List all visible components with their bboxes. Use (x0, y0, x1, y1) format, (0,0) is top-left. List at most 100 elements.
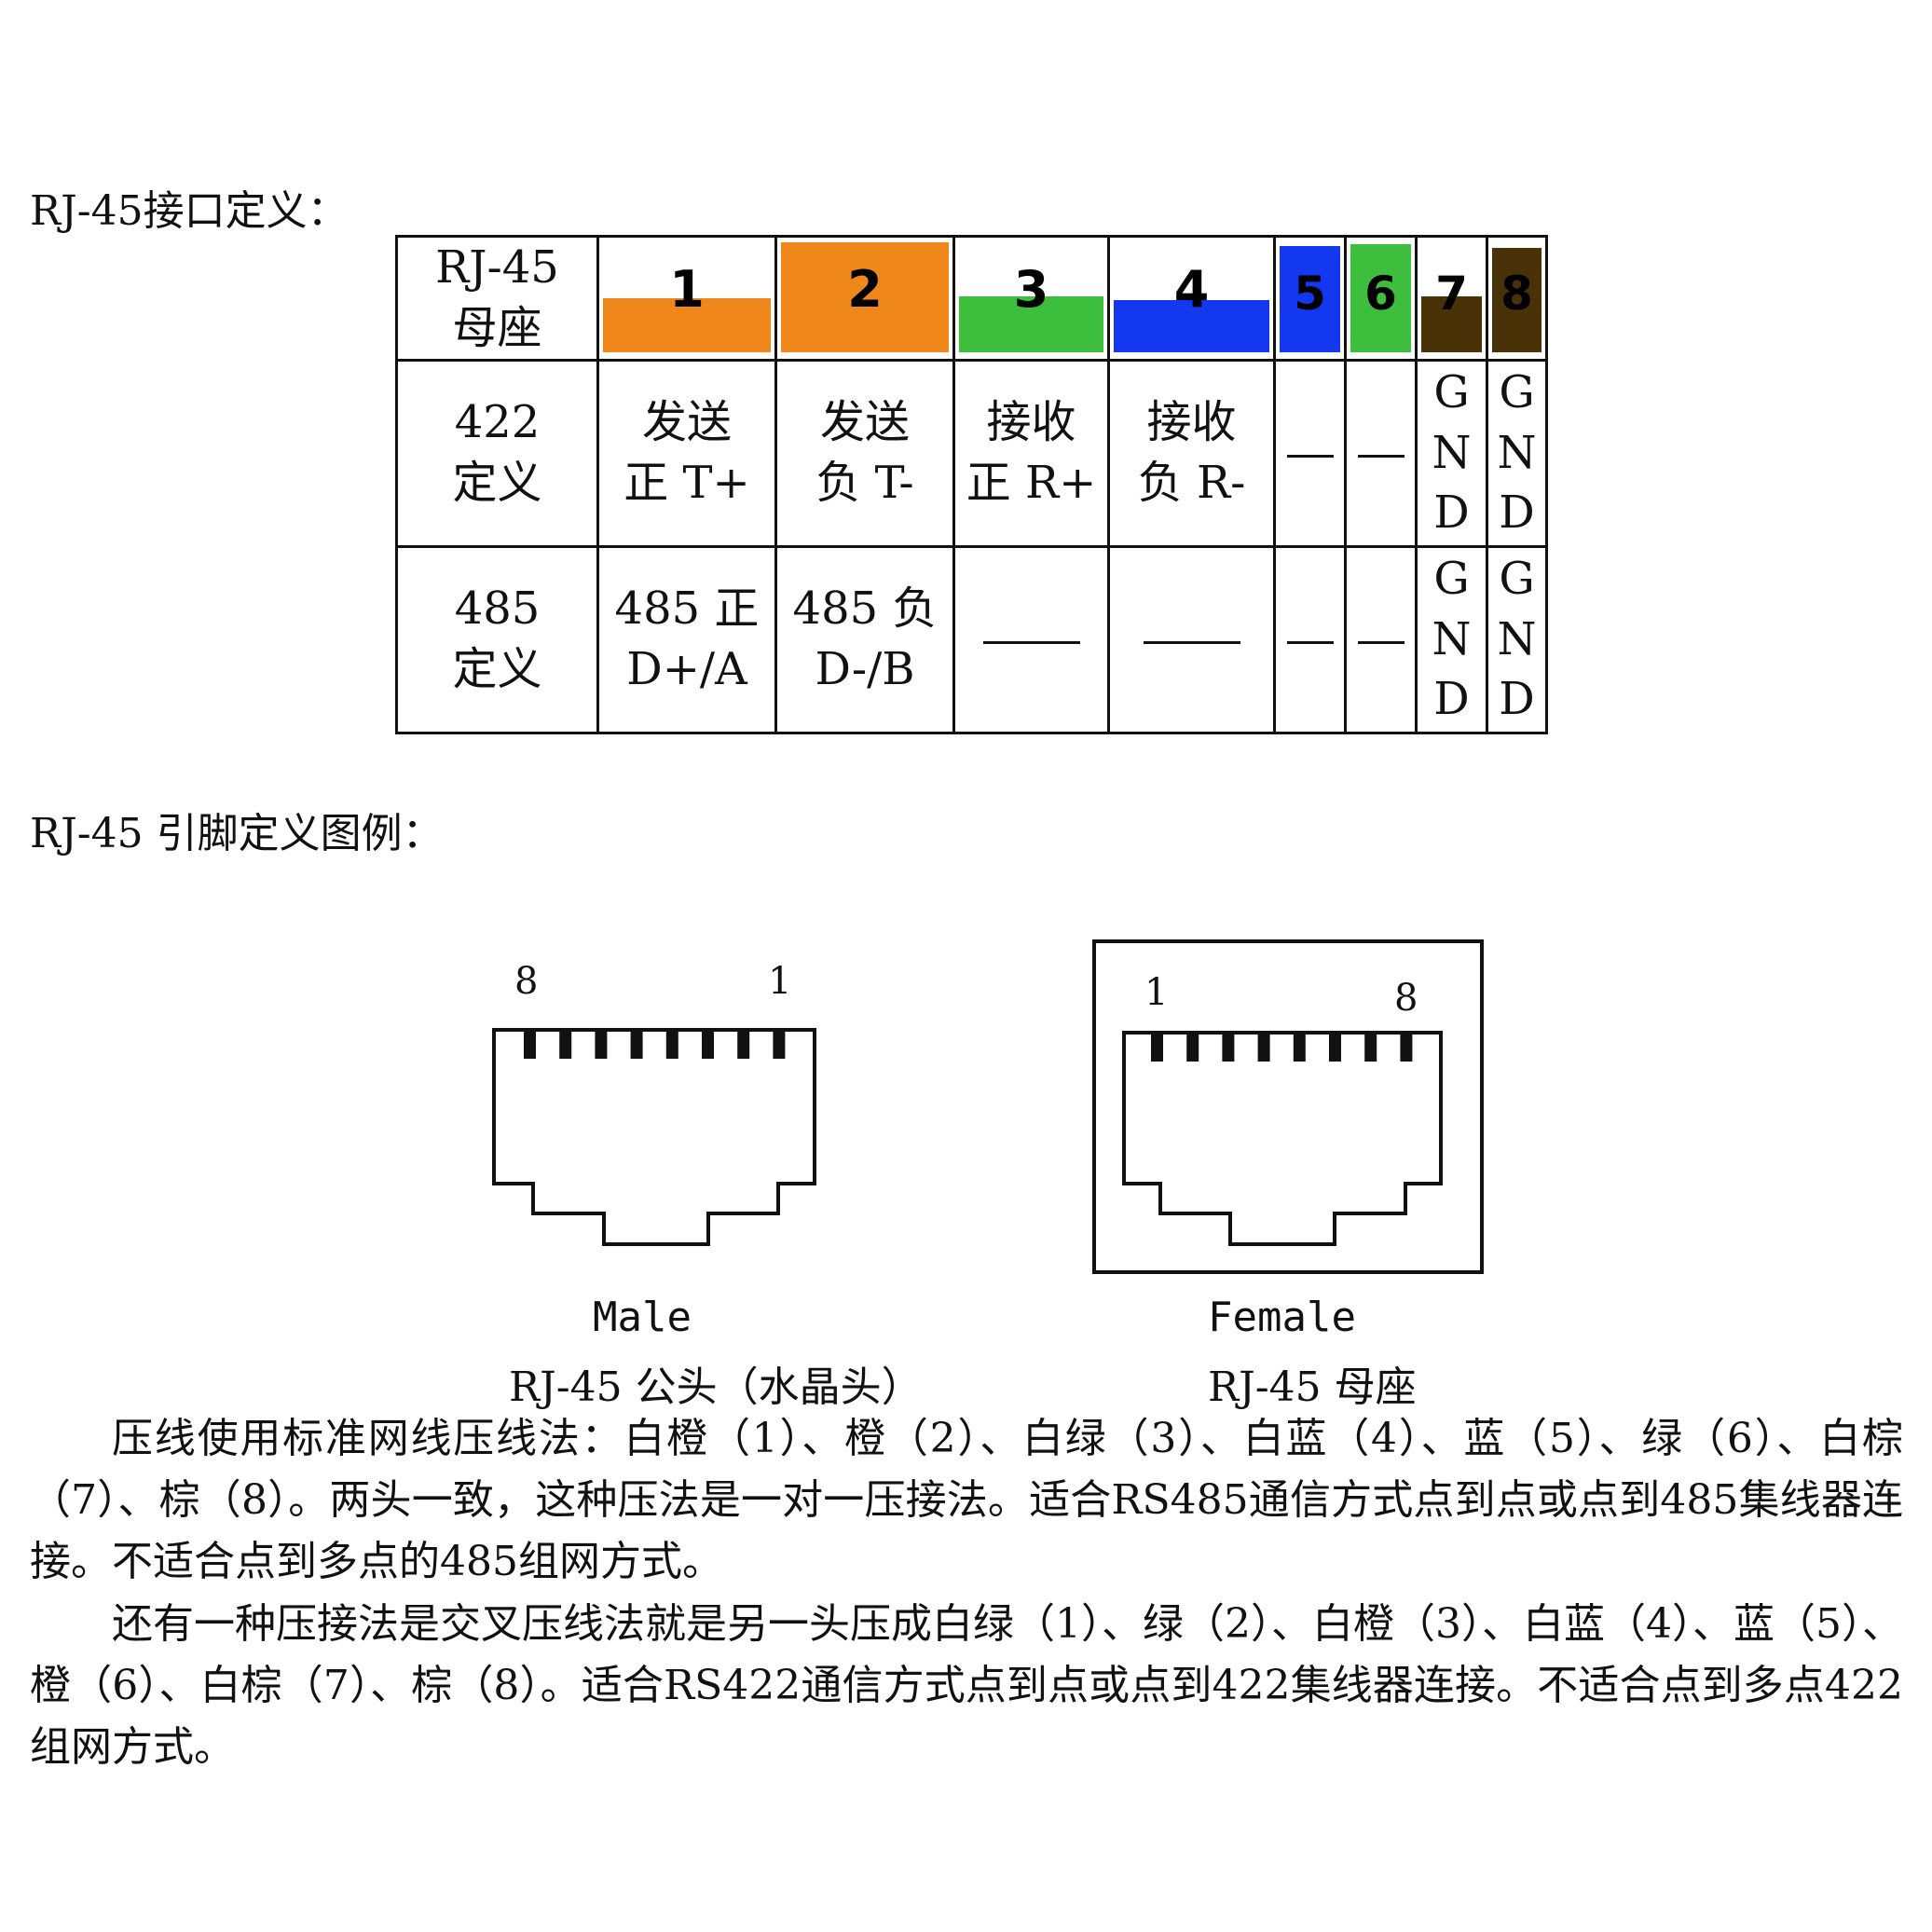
row-422-label-line-1: 422 (454, 396, 541, 449)
pin-1-485-line-1: 485 正 (614, 582, 760, 636)
header-label-cell: RJ-45 母座 (395, 235, 599, 362)
paragraph-crossover-wiring: 还有一种压接法是交叉压线法就是另一头压成白绿（1）、绿（2）、白橙（3）、白蓝（… (30, 1600, 1903, 1771)
pin-5-color-bar (1280, 245, 1340, 352)
female-socket-frame (1092, 939, 1484, 1274)
pin-7-422-char-3: D (1433, 486, 1470, 540)
pin-2-color-bar (781, 241, 949, 352)
pin-7-422-char-1: G (1433, 365, 1470, 418)
female-caption-en: Female (1208, 1294, 1356, 1341)
pin-8-422-char-3: D (1499, 486, 1535, 540)
female-contact-pin (1293, 1033, 1306, 1062)
pin-1-422-line-2: 正 T+ (623, 457, 750, 510)
pin-1-422-cell: 发送正 T+ (596, 358, 777, 548)
female-connector-pins (1151, 1033, 1413, 1062)
male-contact-pin (773, 1030, 786, 1059)
pin-6-color-bar (1350, 243, 1411, 352)
pin-1-color-bar (603, 297, 771, 352)
pin-2-header: 2 (774, 235, 955, 362)
empty-dash (1357, 454, 1404, 458)
pin-3-422-cell: 接收正 R+ (952, 358, 1110, 548)
pin-4-color-bar (1114, 299, 1269, 352)
male-contact-pin (559, 1030, 572, 1059)
empty-dash (1357, 640, 1404, 644)
row-485-label-line-2: 定义 (452, 643, 542, 696)
female-contact-pin (1257, 1033, 1270, 1062)
paragraph-standard-wiring: 压线使用标准网线压线法：白橙（1）、橙（2）、白绿（3）、白蓝（4）、蓝（5）、… (30, 1415, 1903, 1585)
interface-definition-heading: RJ-45接口定义： (30, 187, 349, 235)
pin-1-number: 1 (669, 259, 705, 319)
pin-1-header: 1 (596, 235, 777, 362)
pin-2-422-line-2: 负 T- (815, 457, 914, 510)
pin-8-color-bar (1492, 247, 1541, 352)
empty-dash (1143, 640, 1240, 644)
pin-8-422-char-2: N (1497, 426, 1537, 479)
female-pin-left-label: 1 (1144, 971, 1169, 1014)
row-485-label-line-1: 485 (454, 582, 541, 636)
pin-3-header: 3 (952, 235, 1110, 362)
male-contact-pin (737, 1030, 750, 1059)
female-caption-cn: RJ-45 母座 (1208, 1363, 1417, 1411)
header-label-line-2: 母座 (452, 301, 542, 354)
pin-1-422-line-1: 发送 (641, 396, 732, 449)
pin-7-header: 7 (1415, 235, 1488, 362)
male-contact-pin (524, 1030, 536, 1059)
pin-5-number: 5 (1294, 266, 1326, 321)
female-contact-pin (1186, 1033, 1199, 1062)
pin-legend-heading: RJ-45 引脚定义图例： (30, 810, 444, 857)
female-contact-pin (1400, 1033, 1413, 1062)
pin-4-number: 4 (1173, 259, 1210, 319)
pin-5-422-cell (1273, 358, 1347, 548)
pin-6-number: 6 (1364, 266, 1397, 321)
pin-4-422-cell: 接收负 R- (1107, 358, 1276, 548)
pin-7-422-char-2: N (1432, 426, 1472, 479)
empty-dash (1286, 454, 1334, 458)
row-422-label: 422 定义 (395, 358, 599, 548)
male-connector-pins (524, 1030, 786, 1059)
header-label-line-1: RJ-45 (435, 241, 559, 294)
pin-2-485-line-2: D-/B (815, 643, 915, 696)
male-contact-pin (702, 1030, 714, 1059)
pin-5-485-cell (1273, 544, 1347, 734)
pin-6-header: 6 (1344, 235, 1418, 362)
pin-5-header: 5 (1273, 235, 1347, 362)
pin-4-422-line-1: 接收 (1146, 396, 1237, 449)
pin-8-485-char-1: G (1499, 552, 1535, 605)
pin-7-485-char-2: N (1432, 612, 1472, 665)
male-connector-outline (492, 1028, 816, 1246)
female-contact-pin (1364, 1033, 1377, 1062)
pin-2-485-cell: 485 负 D-/B (774, 544, 955, 734)
pin-6-485-cell (1344, 544, 1418, 734)
pin-8-422-char-1: G (1499, 365, 1535, 418)
female-connector-outline (1122, 1031, 1443, 1246)
male-pin-left-label: 8 (514, 960, 539, 1003)
female-contact-pin (1329, 1033, 1341, 1062)
female-contact-pin (1151, 1033, 1163, 1062)
pin-4-header: 4 (1107, 235, 1276, 362)
pin-2-422-line-1: 发送 (819, 396, 910, 449)
pin-3-color-bar (959, 295, 1103, 352)
female-pin-right-label: 8 (1394, 977, 1418, 1020)
pin-definition-table: RJ-45 母座 1 2 3 4 5 6 7 8 422 定义 发送正 T+ 发… (395, 235, 1548, 734)
pin-4-422-line-2: 负 R- (1137, 457, 1246, 510)
male-caption-en: Male (593, 1294, 692, 1341)
row-485-label: 485 定义 (395, 544, 599, 734)
pin-7-color-bar (1421, 295, 1482, 352)
empty-dash (1286, 640, 1334, 644)
pin-2-485-line-1: 485 负 (792, 582, 938, 636)
connector-diagrams (492, 939, 1484, 1274)
male-pin-right-label: 1 (768, 960, 792, 1003)
pin-3-485-cell (952, 544, 1110, 734)
pin-2-number: 2 (847, 259, 883, 319)
male-caption-cn: RJ-45 公头（水晶头） (509, 1363, 923, 1411)
male-contact-pin (665, 1030, 678, 1059)
female-contact-pin (1222, 1033, 1235, 1062)
pin-3-number: 3 (1013, 259, 1049, 319)
pin-7-485-char-3: D (1433, 673, 1470, 726)
